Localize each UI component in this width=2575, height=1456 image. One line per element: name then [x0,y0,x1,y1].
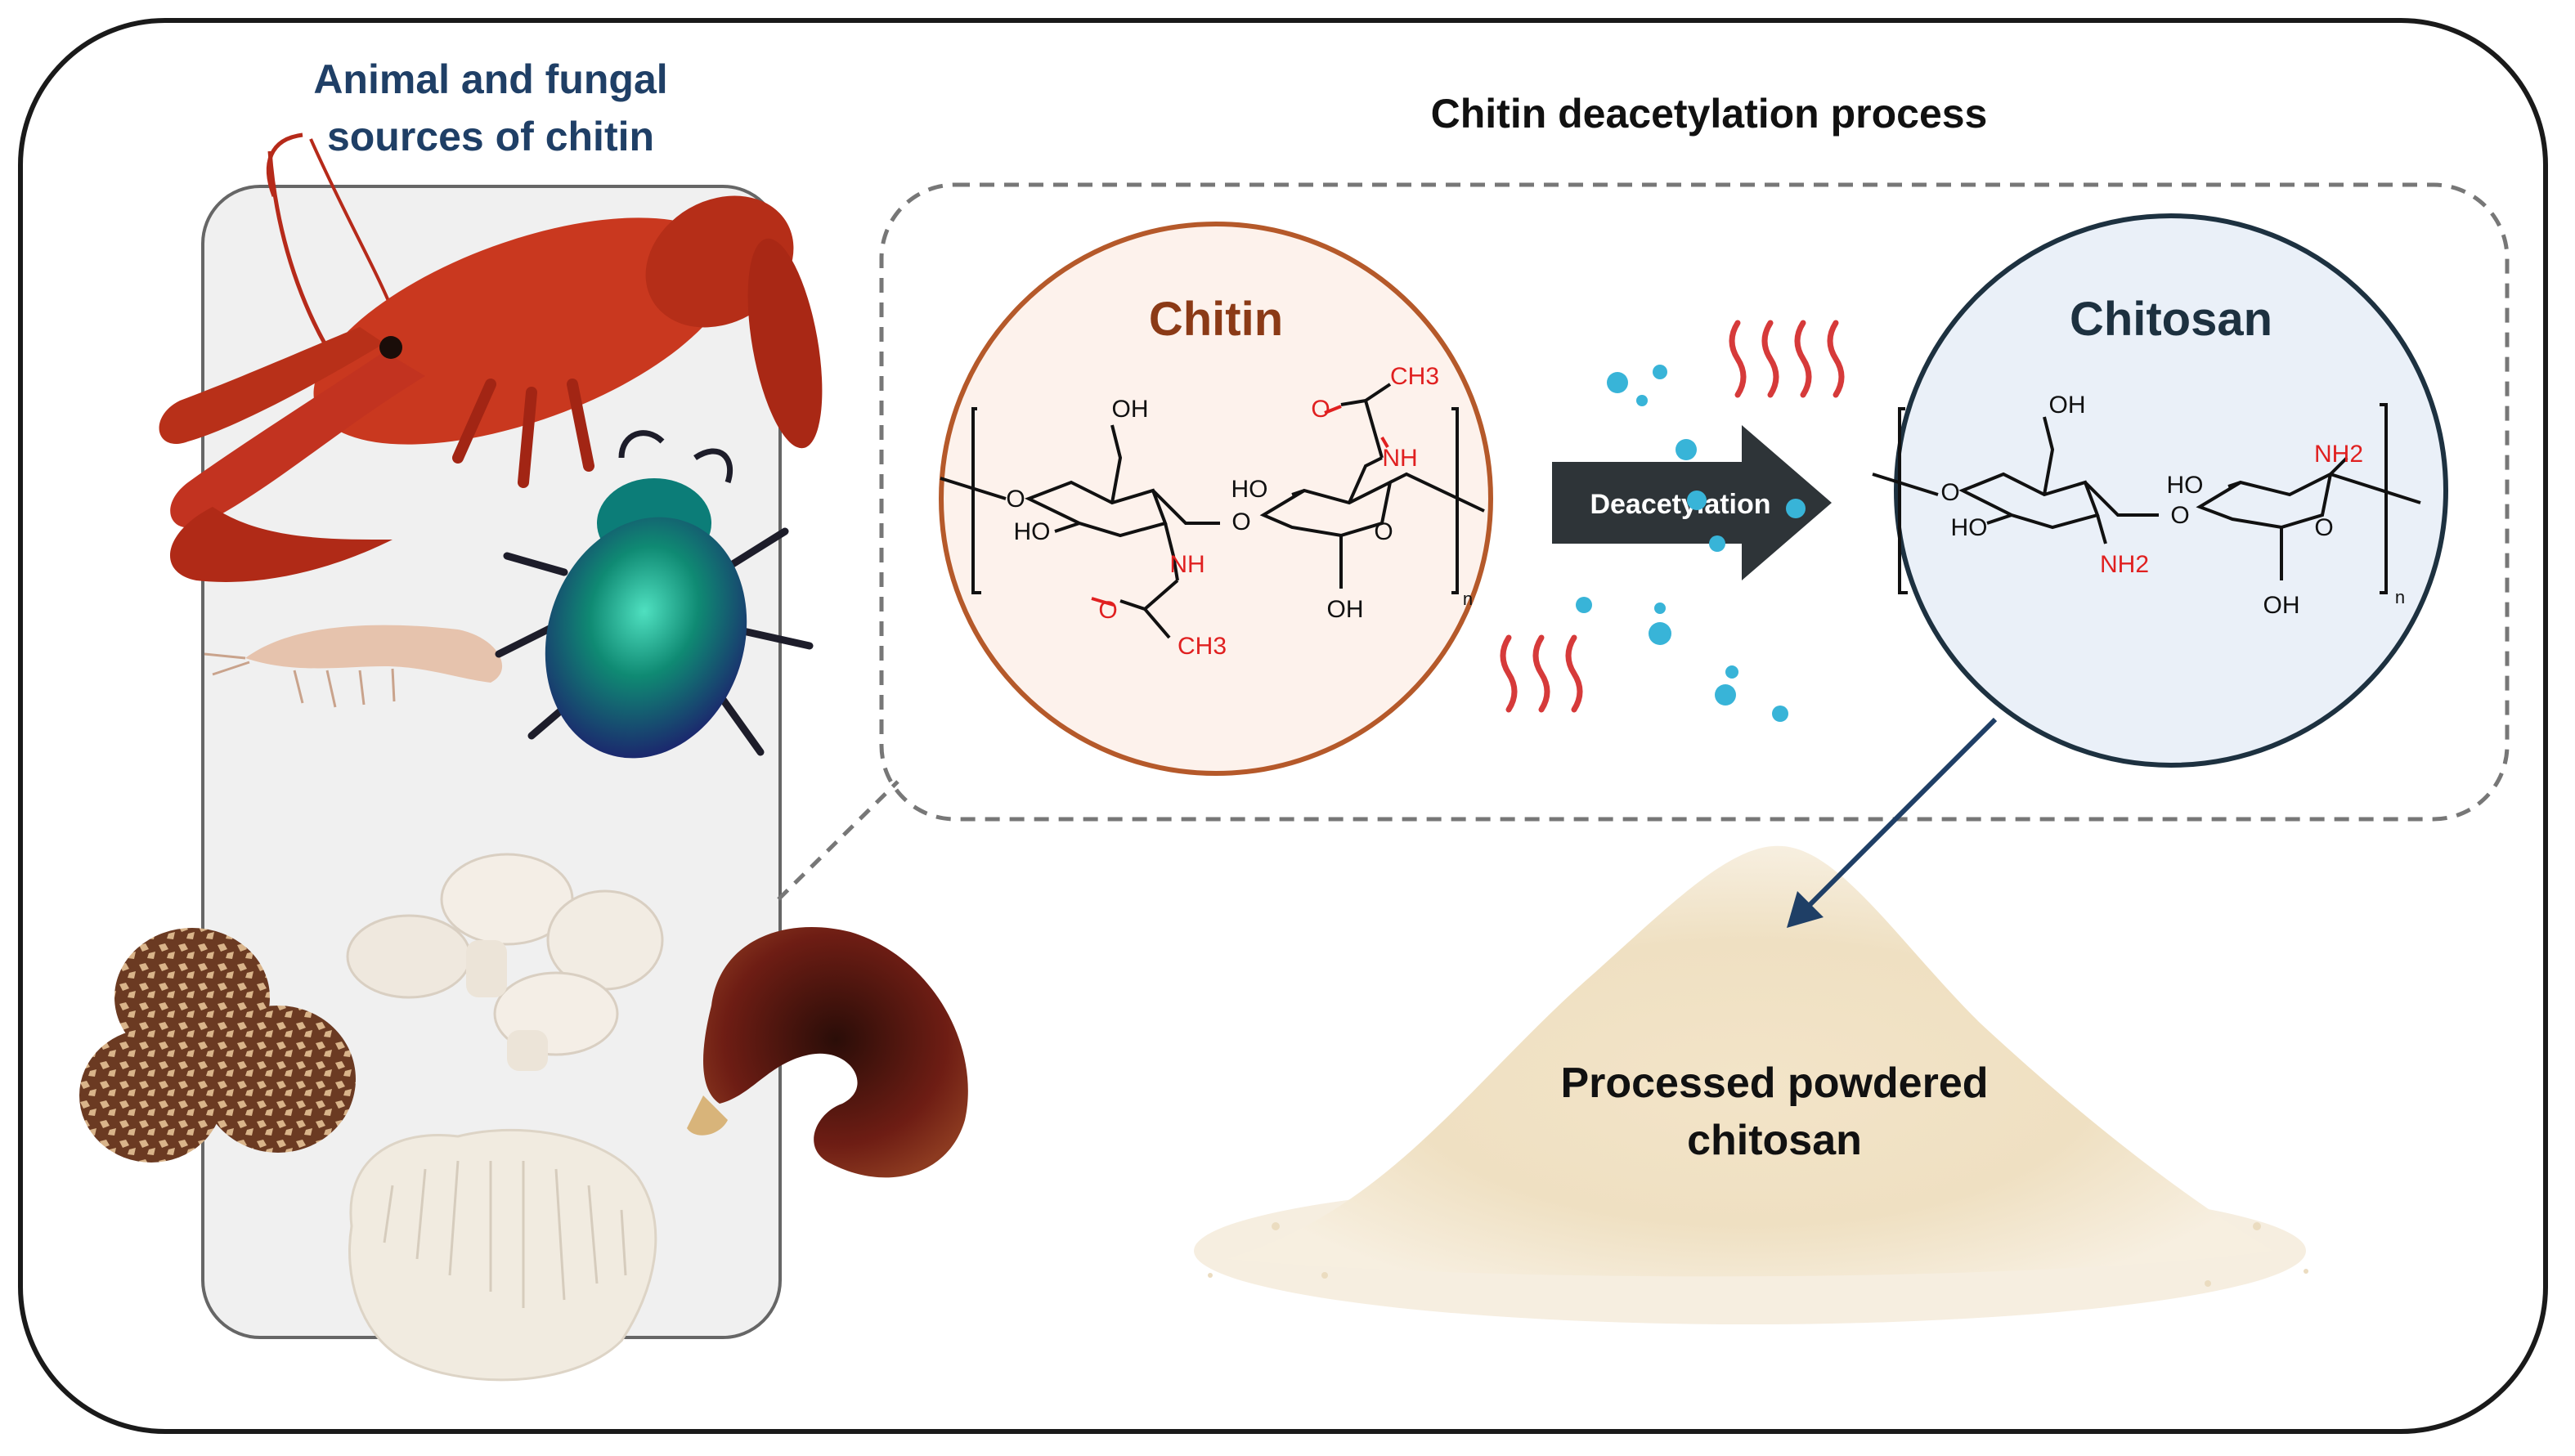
chitin-ch3-top: CH3 [1390,363,1439,390]
chitosan-label: Chitosan [2070,293,2272,346]
chitosan-nh2-top: NH2 [2314,441,2363,468]
chitosan-o-ring2: O [2314,514,2333,541]
chitin-o-ring2: O [1374,518,1393,545]
chitin-n-subscript: n [1463,589,1473,609]
lobster-antenna [266,132,303,197]
chitin-circle [939,222,1493,776]
deacetylation-label: Deacetylation [1590,489,1770,520]
chitin-c-o-top: O [1311,396,1330,423]
chitin-nh-top: NH [1382,445,1417,472]
chitosan-nh2-bottom: NH2 [2100,551,2149,578]
sources-title-line1: Animal and fungal [313,56,668,102]
shrimp-icon [204,625,503,708]
chitosan-o-left: O [1940,479,1959,506]
pointer-arrowhead [1787,891,1824,928]
pointer-arrow [1805,717,1998,910]
powder-label: Processed powdered chitosan [1456,1055,2093,1169]
powder-label-line1: Processed powdered [1560,1060,1989,1107]
powder-label-line2: chitosan [1687,1117,1862,1164]
chitosan-n-subscript: n [2395,587,2405,607]
sources-title-line2: sources of chitin [326,114,655,159]
chitin-c-o-bottom: O [1098,597,1117,624]
chitosan-ho-left: HO [1951,514,1988,541]
bubbles-icon [1576,365,1806,722]
chitin-o-bridge: O [1231,508,1250,535]
beetle-icon [495,430,814,759]
chitin-structure [940,383,1485,639]
chitin-ch3-bottom: CH3 [1178,633,1227,660]
chitin-ho-mid: HO [1231,476,1268,503]
heat-waves-icon [1500,320,1845,713]
chitin-o-left: O [1006,486,1025,513]
shiitake-mushroom-icon [79,928,356,1163]
chitosan-circle [1894,213,2448,768]
chitosan-structure [1872,403,2421,594]
chitosan-o-bridge: O [2170,502,2189,529]
chitin-ho-left: HO [1014,518,1051,545]
chitosan-ho-mid: HO [2167,472,2204,499]
powder-pile-icon [1194,845,2308,1324]
lions-mane-mushroom-icon [348,1128,657,1382]
chitin-label: Chitin [1149,293,1283,346]
chitosan-oh-bottom: OH [2263,592,2300,619]
sources-title: Animal and fungal sources of chitin [245,51,736,165]
figure-frame [18,18,2548,1434]
process-title: Chitin deacetylation process [1430,91,1988,137]
reishi-mushroom-icon [687,927,968,1178]
chitosan-oh-top: OH [2049,392,2086,419]
chitin-nh-bottom: NH [1169,551,1205,578]
process-box [879,182,2510,822]
chitin-oh-top: OH [1112,396,1149,423]
button-mushroom-icon [346,853,664,1071]
zoom-guide-line [777,780,899,901]
chitin-oh-bottom: OH [1327,596,1364,623]
